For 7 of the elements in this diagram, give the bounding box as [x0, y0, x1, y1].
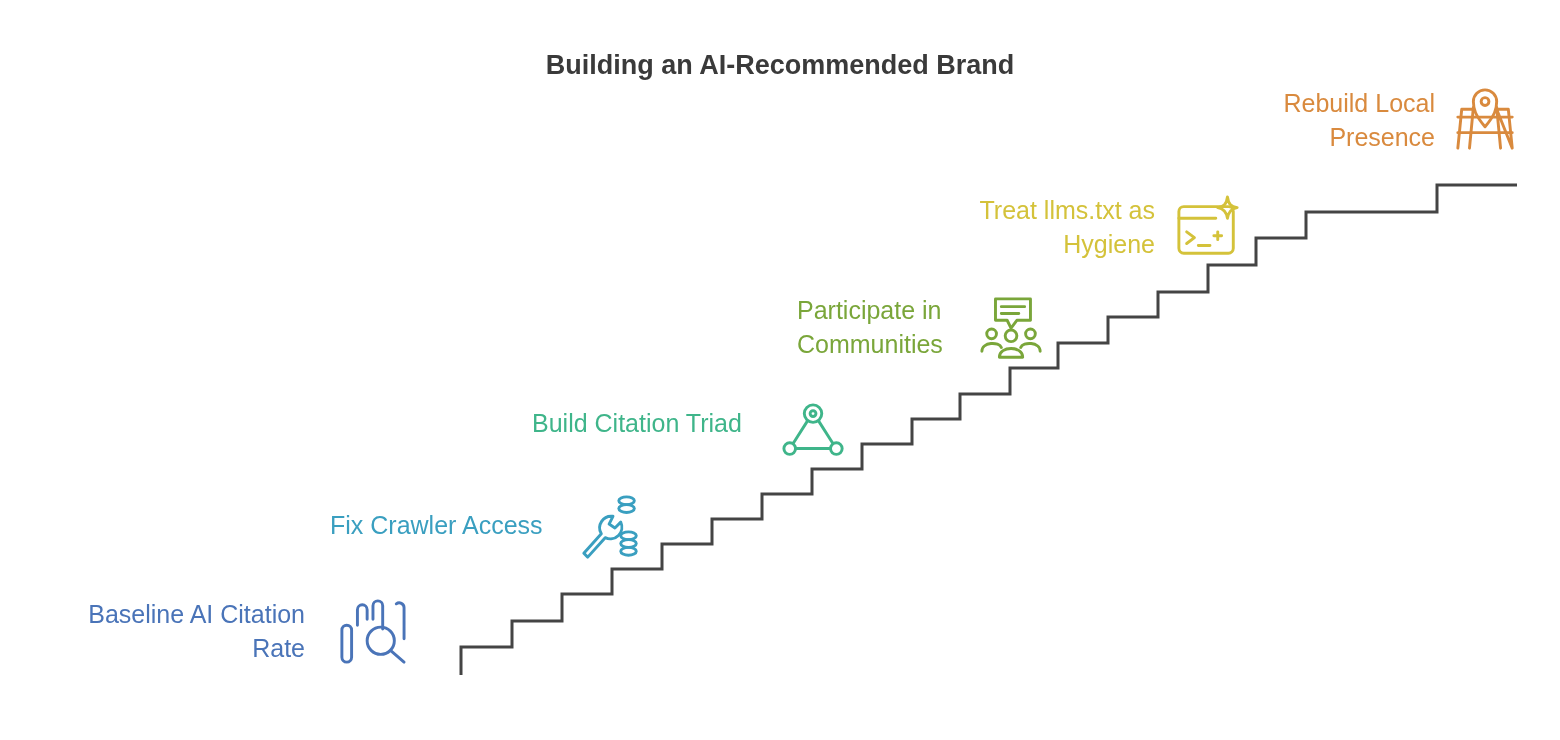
step-label: Fix Crawler Access	[330, 510, 544, 541]
step-label: Build Citation Triad	[532, 408, 743, 439]
step-label: Rebuild Local Presence	[1282, 88, 1435, 153]
step-label: Baseline AI Citation Rate	[87, 599, 305, 664]
step-label: Treat llms.txt as Hygiene	[978, 195, 1155, 260]
title: Building an AI-Recommended Brand	[544, 50, 1016, 81]
step-label: Participate in Communities	[797, 295, 944, 360]
